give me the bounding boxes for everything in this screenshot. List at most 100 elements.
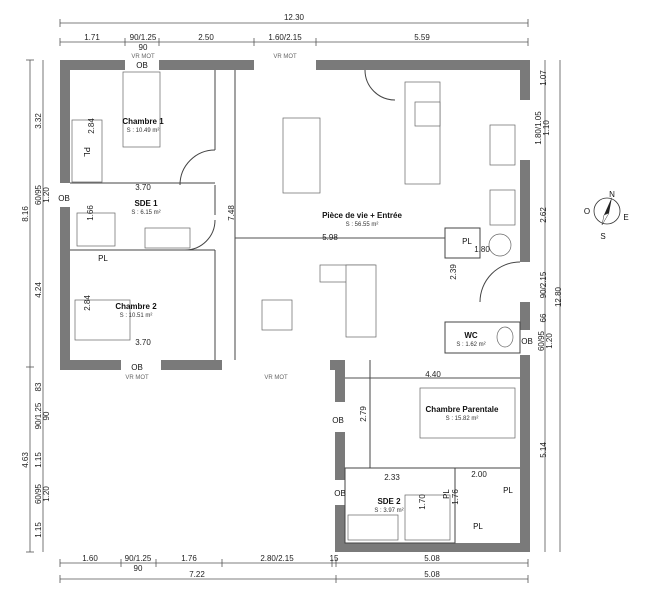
room-area: S : 56.55 m² — [346, 222, 379, 228]
pl-label: PL — [503, 486, 513, 495]
dimension-label: 1.66 — [86, 205, 95, 221]
left-dimensions: 8.16 4.63 3.32 60/95 1.20 4.24 83 90/1.2… — [21, 59, 51, 553]
sink-icon — [144, 227, 191, 249]
pl-label: PL — [442, 489, 451, 499]
dimension-label: 60/95 — [34, 184, 43, 205]
pl-label: PL — [98, 254, 108, 263]
room-name: SDE 1 — [134, 199, 158, 208]
room-name: Pièce de vie + Entrée — [322, 211, 402, 220]
dimension-label: 3.70 — [135, 183, 151, 192]
dimension-label: 1.07 — [539, 70, 548, 86]
compass-n: N — [609, 190, 615, 199]
closet-icon — [71, 119, 103, 183]
dimension-label: 2.84 — [83, 295, 92, 311]
dimension-label: 5.14 — [539, 442, 548, 458]
ob-label: OB — [131, 363, 143, 372]
dimension-label: 5.08 — [424, 570, 440, 579]
compass-icon: N E S O — [584, 190, 629, 241]
right-dimensions: 1.07 1.80/1.05 1.10 2.62 90/2.15 66 60/9… — [534, 60, 563, 552]
kitchen-island-icon — [404, 81, 441, 185]
top-dimensions: 12.30 1.71 90/1.25 2.50 1.60/2.15 5.59 9… — [59, 13, 529, 60]
dimension-label: 1.60 — [82, 554, 98, 563]
vr-mot-label: VR MOT — [131, 54, 155, 60]
dimension-label: 5.98 — [322, 233, 338, 242]
dimension-label: 3.32 — [34, 113, 43, 129]
dimension-label: 1.15 — [34, 452, 43, 468]
dimension-label: 60/95 — [537, 330, 546, 351]
room-name: WC — [464, 331, 478, 340]
dimension-label: 2.80/2.15 — [260, 554, 294, 563]
room-name: Chambre 2 — [115, 302, 157, 311]
room-area: S : 10.49 m² — [127, 128, 160, 134]
dim-top-sub: 90 — [139, 43, 148, 52]
dimension-label: 2.00 — [471, 470, 487, 479]
dimension-label: 90/1.25 — [125, 554, 152, 563]
dimension-label: 66 — [539, 313, 548, 322]
ob-label: OB — [332, 416, 344, 425]
dim-top: 1.71 — [84, 33, 100, 42]
cooktop-icon — [414, 101, 441, 127]
vr-mot-label: VR MOT — [273, 54, 297, 60]
dimension-label: 1.80/1.05 — [534, 111, 543, 145]
room-area: S : 1.62 m² — [456, 342, 485, 348]
ob-label: OB — [334, 489, 346, 498]
exterior-walls — [60, 60, 530, 552]
sofa-icon — [345, 264, 377, 338]
room-name: Chambre 1 — [122, 117, 164, 126]
pl-label: PL — [462, 237, 472, 246]
dim-top: 90/1.25 — [130, 33, 157, 42]
dimension-label: 3.70 — [135, 338, 151, 347]
dimension-label: 4.24 — [34, 282, 43, 298]
dimension-label: 7.22 — [189, 570, 205, 579]
shower-icon — [76, 212, 116, 247]
vr-mot-label: VR MOT — [125, 375, 149, 381]
dimension-label: 2.33 — [384, 473, 400, 482]
room-labels: Chambre 1 S : 10.49 m² SDE 1 S : 6.15 m²… — [115, 117, 499, 514]
compass-o: O — [584, 207, 590, 216]
room-area: S : 6.15 m² — [131, 210, 160, 216]
furniture — [71, 71, 516, 541]
ob-label: OB — [521, 337, 533, 346]
sink-icon — [489, 124, 516, 166]
armchair-icon — [261, 299, 293, 331]
pl-label: PL — [473, 522, 483, 531]
dimension-label: 2.62 — [539, 207, 548, 223]
opening-labels: OB OB OB VR MOT VR MOT OB OB OB PL PL PL… — [58, 61, 533, 531]
dining-table-icon — [282, 117, 321, 194]
water-heater-icon — [488, 233, 512, 257]
ob-label: OB — [136, 61, 148, 70]
vr-mot-label: VR MOT — [264, 375, 288, 381]
ob-label: OB — [58, 194, 70, 203]
bed-icon — [74, 299, 131, 341]
room-area: S : 15.82 m² — [446, 416, 479, 422]
dimension-label: 1.15 — [34, 522, 43, 538]
dimension-label: 60/95 — [34, 483, 43, 504]
dimension-label: 1.20 — [42, 486, 51, 502]
room-area: S : 3.97 m² — [374, 508, 403, 514]
dimension-label: 83 — [34, 382, 43, 391]
double-bed-icon — [419, 387, 516, 439]
interior-dimensions: 2.84 3.70 1.66 2.84 3.70 7.48 5.98 1.80 … — [83, 118, 520, 510]
bed-icon — [122, 71, 161, 148]
dimension-label: 90/2.15 — [539, 271, 548, 298]
room-name: SDE 2 — [377, 497, 401, 506]
dimension-label: 1.80 — [474, 245, 490, 254]
dim-total-top: 12.30 — [284, 13, 305, 22]
dimension-label: 4.40 — [425, 370, 441, 379]
dimension-label: 15 — [330, 554, 339, 563]
dimension-label: 2.84 — [87, 118, 96, 134]
dimension-label: 1.76 — [181, 554, 197, 563]
dimension-label: 8.16 — [21, 206, 30, 222]
dimension-label: 12.80 — [554, 286, 563, 307]
dimension-label: 1.70 — [418, 494, 427, 510]
dimension-label: 1.10 — [542, 120, 551, 136]
room-name: Chambre Parentale — [426, 405, 499, 414]
bottom-dimensions: 1.60 90/1.25 1.76 2.80/2.15 15 5.08 90 7… — [59, 554, 529, 583]
toilet-icon — [496, 326, 514, 348]
sink-icon — [347, 514, 399, 541]
dimension-label: 5.08 — [424, 554, 440, 563]
dimension-label: 2.39 — [449, 264, 458, 280]
dimension-label: 90 — [42, 411, 51, 420]
dimension-label: 90 — [134, 564, 143, 573]
